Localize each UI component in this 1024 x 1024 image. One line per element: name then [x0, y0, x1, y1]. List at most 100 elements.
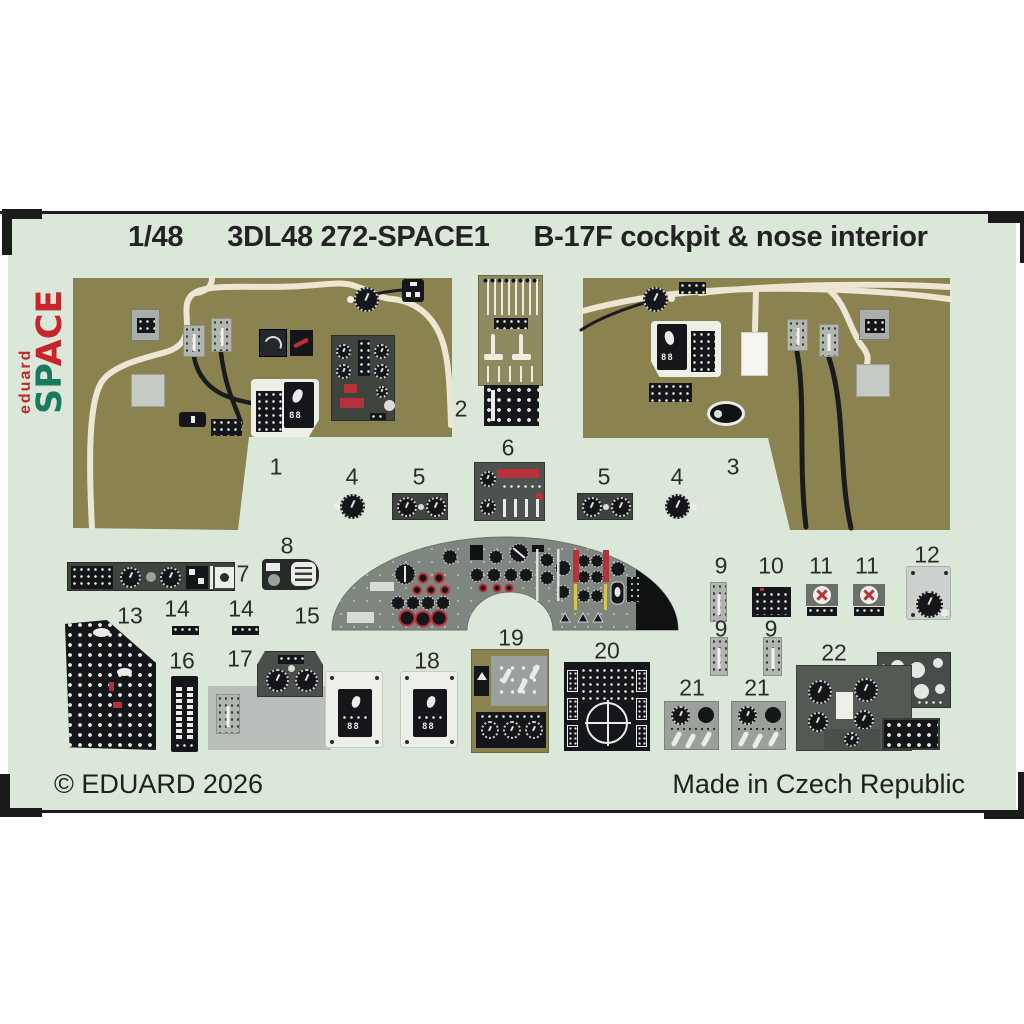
part-17-gauge-panel: [257, 651, 323, 697]
cream-wiring: [87, 275, 952, 531]
part-9-switch: [763, 637, 782, 676]
part-1-switch-panel: [183, 325, 205, 357]
ladder-block: [567, 670, 578, 692]
bottom-cut-line: [0, 810, 1024, 813]
toggle-lever: [751, 732, 764, 750]
counter: 88: [661, 353, 674, 363]
part-10-fuse-panel: [752, 587, 791, 617]
part-5-gauge-pair: [577, 493, 633, 520]
part-label-9a: 9: [714, 552, 728, 579]
cross-dial: [813, 586, 831, 604]
part-label-1: 1: [269, 453, 283, 480]
part-7-instrument-strip: [67, 562, 235, 591]
part-1-connector: [402, 279, 424, 302]
part-label-18: 18: [414, 647, 440, 674]
white-knob: [909, 662, 925, 678]
dot-row: [479, 713, 543, 719]
screw: [450, 676, 454, 680]
cone-glyph: [477, 672, 487, 680]
gauge: [808, 712, 828, 732]
red-mark: [113, 702, 122, 708]
screw: [603, 504, 609, 510]
red-block: [344, 384, 357, 393]
part-18-nav-plate: 88: [400, 671, 458, 748]
part-21-switch-box: [731, 701, 786, 750]
throttle-lever-base: [484, 354, 503, 360]
registration-mark-bottom-right: [984, 772, 1024, 819]
dot-row: [416, 714, 444, 721]
part-label-6: 6: [501, 434, 515, 461]
dot-grid: [256, 391, 282, 432]
dot-row: [807, 607, 837, 616]
dot-row: [854, 607, 884, 616]
knob: [714, 410, 722, 418]
dot-grid: [754, 591, 789, 615]
dot-grid: [358, 340, 370, 376]
knob: [503, 721, 521, 739]
screw: [375, 740, 379, 744]
wire-nub: [941, 609, 949, 617]
registration-mark-top-left: [2, 209, 42, 255]
part-1-radio-panel: [331, 335, 395, 421]
screw: [944, 571, 948, 575]
red-strip: [573, 550, 579, 582]
screw: [330, 740, 334, 744]
part-1-red-lever-box: [290, 330, 313, 356]
part-6-control-box: [474, 462, 545, 521]
part-3-dot-panel: [649, 383, 692, 402]
dot-row: [916, 699, 946, 705]
red-mark: [760, 588, 764, 591]
cross-line: [585, 722, 631, 724]
part-label-2: 2: [454, 395, 468, 422]
red-strip: [497, 469, 539, 478]
part-22-radio-assembly: [796, 652, 952, 751]
placard: [836, 692, 853, 719]
slider: [491, 390, 495, 421]
part-1-rotary-instrument: [354, 287, 379, 312]
yellow-strip: [604, 584, 607, 610]
slider-levers: [482, 279, 540, 315]
white-knob: [933, 658, 943, 668]
white-knob: [384, 400, 395, 411]
knob: [268, 574, 280, 586]
gauge: [266, 669, 289, 692]
oval-cutout: [93, 628, 110, 637]
red-lever: [292, 337, 310, 349]
gauge: [295, 669, 318, 692]
part-19-control-panel: [471, 649, 549, 753]
part-3-nav-box: 88: [651, 321, 721, 377]
red-mark: [109, 682, 114, 691]
wire-nub: [347, 296, 354, 303]
part-14-strip: [232, 626, 259, 635]
part-3-switch-panel: [819, 324, 839, 357]
counter: 88: [289, 411, 302, 421]
part-label-9c: 9: [764, 615, 778, 642]
part-label-22: 22: [821, 639, 847, 666]
part-4-gauge: [665, 494, 690, 519]
dot-row: [501, 483, 541, 491]
ladder-block: [636, 670, 647, 692]
gauge: [582, 497, 602, 517]
levers: [503, 499, 539, 517]
gauge: [765, 707, 781, 723]
part-3-switch-panel: [787, 319, 808, 351]
dot-grid: [865, 319, 885, 333]
part-12-instrument-plate: [906, 566, 951, 620]
part-2-throttle-quadrant: [478, 275, 543, 386]
knob: [336, 344, 351, 359]
switch-panel: [216, 694, 240, 734]
dot-grid: [691, 331, 715, 372]
knob: [146, 572, 156, 582]
part-3-cockpit-sidewall: [583, 278, 950, 530]
part-9-switch: [710, 637, 728, 676]
part-21-switch-box: [664, 701, 719, 750]
origin-text: Made in Czech Republic: [672, 769, 965, 799]
screw: [405, 676, 409, 680]
gauge: [854, 678, 878, 702]
knob: [336, 364, 351, 379]
top-cut-line: [0, 211, 1024, 214]
part-label-4a: 4: [345, 463, 359, 490]
toggle-lever: [700, 730, 713, 748]
knob: [481, 721, 499, 739]
